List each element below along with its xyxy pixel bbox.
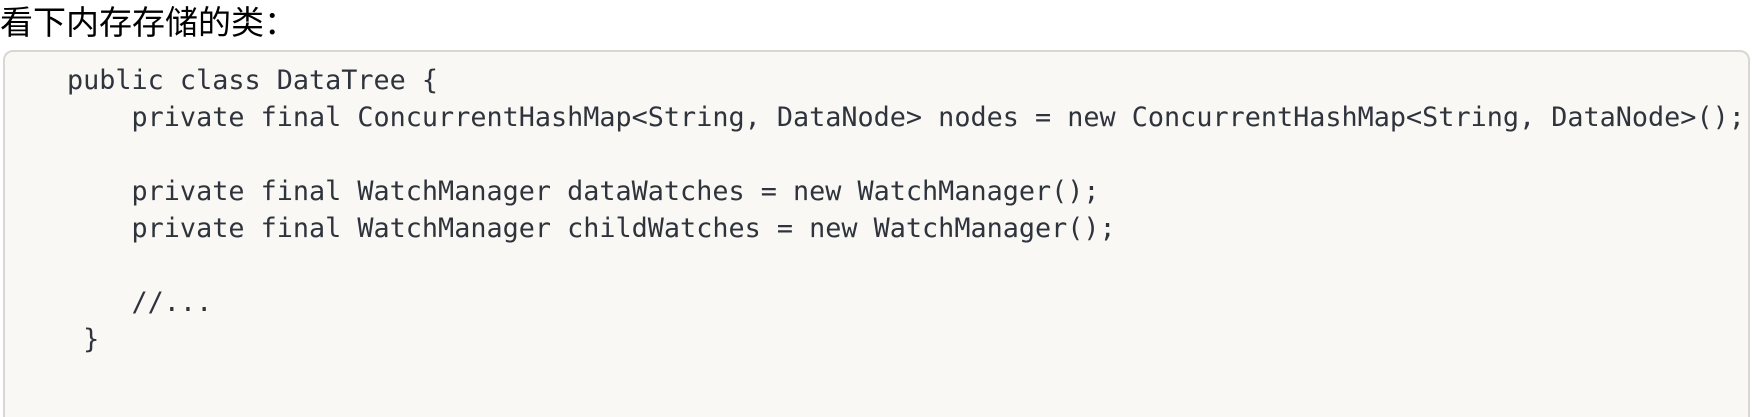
code-content: public class DataTree { private final Co… [67,65,1745,355]
section-heading: 看下内存存储的类： [0,4,297,41]
code-block[interactable]: public class DataTree { private final Co… [3,50,1750,417]
code-pre: public class DataTree { private final Co… [5,52,1748,382]
